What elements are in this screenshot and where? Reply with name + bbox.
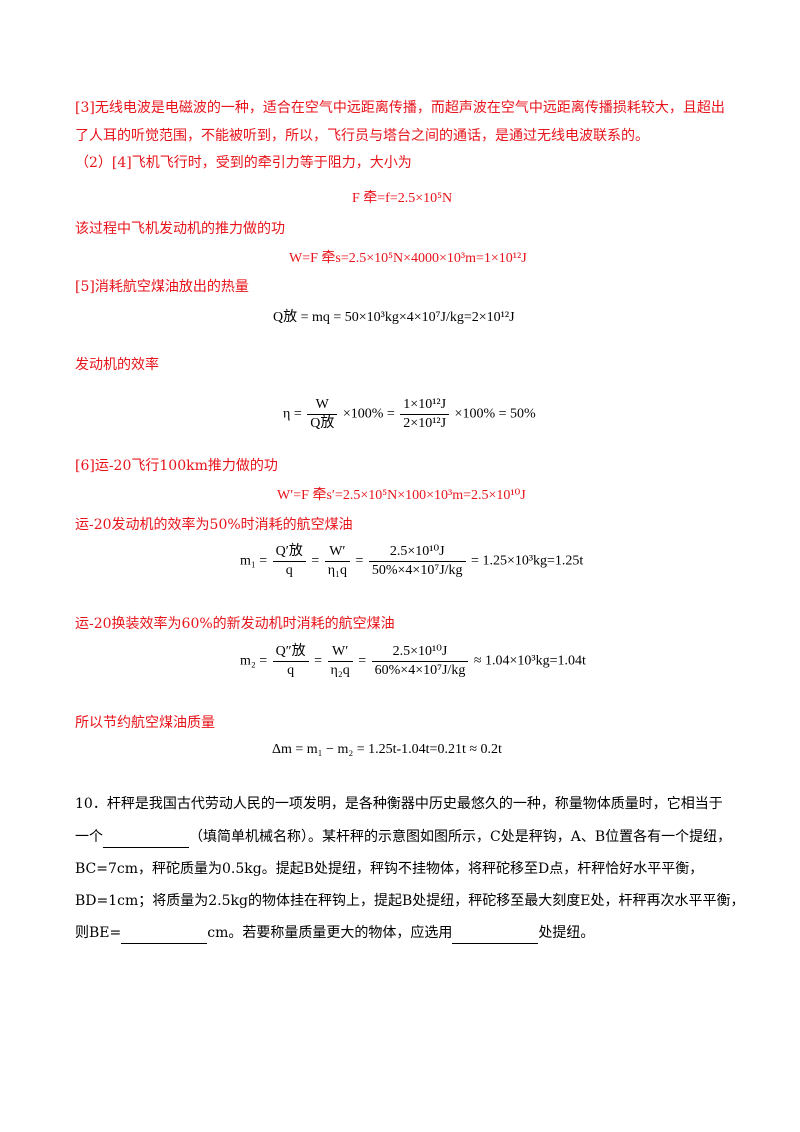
m2-frac1-den: q xyxy=(287,663,295,678)
m1-right: = 1.25×10³kg=1.25t xyxy=(471,553,584,569)
work-label: 该过程中飞机发动机的推力做的功 xyxy=(75,221,285,237)
q10-line5-b: cm。若要称量质量更大的物体，应选用 xyxy=(207,925,453,941)
equation-work2: W′=F 牵s′=2.5×10⁵N×100×10³m=2.5×10¹⁰J xyxy=(277,488,526,503)
q10-line2-b: （填简单机械名称）。某杆秤的示意图如图所示，C处是秤钩，A、B位置各有一个提纽， xyxy=(189,829,732,845)
m1-frac2-den: η₁q xyxy=(327,563,347,578)
efficiency-label: 发动机的效率 xyxy=(75,357,159,373)
m1-frac1-den: q xyxy=(285,563,293,578)
m1-equals-1: = xyxy=(311,553,320,569)
eff-left: η = xyxy=(283,406,302,422)
m2-equals-2: = xyxy=(358,653,367,669)
q10-line2: 一个 （填简单机械名称）。某杆秤的示意图如图所示，C处是秤钩，A、B位置各有一个提… xyxy=(75,826,735,848)
q10-line1: 10．杆秤是我国古代劳动人民的一项发明，是各种衡器中历史最悠久的一种，称量物体质… xyxy=(75,796,723,812)
answer-p3-line2: 了人耳的听觉范围，不能被听到，所以，飞行员与塔台之间的通话，是通过无线电波联系的… xyxy=(75,128,649,144)
answer-blank-3[interactable] xyxy=(452,929,539,944)
eff-frac2-num: 1×10¹²J xyxy=(400,396,450,415)
eff-mid: ×100% = xyxy=(342,406,395,422)
answer-blank-1[interactable] xyxy=(103,833,189,848)
m2-right: ≈ 1.04×10³kg=1.04t xyxy=(473,653,586,669)
eff-right: ×100% = 50% xyxy=(454,406,536,422)
p6-label: [6]运-20飞行100km推力做的功 xyxy=(75,458,278,474)
eff-frac1-num: W xyxy=(307,396,338,415)
q10-line3: BC=7cm，秤砣质量为0.5kg。提起B处提纽，秤钩不挂物体，将秤砣移至D点，… xyxy=(75,861,704,877)
equation-work: W=F 牵s=2.5×10⁵N×4000×10³m=1×10¹²J xyxy=(289,251,527,266)
answer-blank-2[interactable] xyxy=(121,929,208,944)
m2-frac1-num: Q″放 xyxy=(272,643,309,662)
equation-force: F 牵=f=2.5×10⁵N xyxy=(352,191,453,206)
q10-line5: 则BE= cm。若要称量质量更大的物体，应选用 处提纽。 xyxy=(75,922,735,944)
q10-line5-a: 则BE= xyxy=(75,925,122,941)
answer-p2-intro: （2）[4]飞机飞行时，受到的牵引力等于阻力，大小为 xyxy=(75,155,412,171)
q10-line5-c: 处提纽。 xyxy=(538,925,595,941)
m1-equals-2: = xyxy=(355,553,364,569)
m2-frac2-num: W′ xyxy=(327,643,353,662)
m1-frac2-num: W′ xyxy=(324,543,350,562)
m1-left: m₁ = xyxy=(240,553,268,569)
m2-left: m₂ = xyxy=(240,653,268,669)
answer-p3-line1: [3]无线电波是电磁波的一种，适合在空气中远距离传播，而超声波在空气中远距离传播… xyxy=(75,100,725,116)
q10-line4: BD=1cm；将质量为2.5kg的物体挂在秤钩上，提起B处提纽，秤砣移至最大刻度… xyxy=(75,893,745,909)
m2-fraction-2: W′η₂q xyxy=(327,643,353,680)
m2-frac3-den: 60%×4×10⁷J/kg xyxy=(374,663,466,678)
m2-equals-1: = xyxy=(314,653,323,669)
m2-frac2-den: η₂q xyxy=(330,663,350,678)
eff-frac1-den: Q放 xyxy=(310,416,335,431)
m1-label: 运-20发动机的效率为50%时消耗的航空煤油 xyxy=(75,517,353,533)
m1-fraction-2: W′η₁q xyxy=(324,543,350,580)
m1-frac3-num: 2.5×10¹⁰J xyxy=(368,543,466,562)
q10-line2-a: 一个 xyxy=(75,829,103,845)
m2-label: 运-20换装效率为60%的新发动机时消耗的航空煤油 xyxy=(75,616,395,632)
save-label: 所以节约航空煤油质量 xyxy=(75,715,215,731)
eff-frac2-den: 2×10¹²J xyxy=(403,416,447,431)
m1-frac1-num: Q′放 xyxy=(272,543,306,562)
heat-label: [5]消耗航空煤油放出的热量 xyxy=(75,279,249,295)
equation-save: Δm = m₁ − m₂ = 1.25t-1.04t=0.21t ≈ 0.2t xyxy=(272,742,502,757)
m2-frac3-num: 2.5×10¹⁰J xyxy=(371,643,469,662)
m1-frac3-den: 50%×4×10⁷J/kg xyxy=(371,563,463,578)
equation-heat: Q放 = mq = 50×10³kg×4×10⁷J/kg=2×10¹²J xyxy=(273,310,515,325)
